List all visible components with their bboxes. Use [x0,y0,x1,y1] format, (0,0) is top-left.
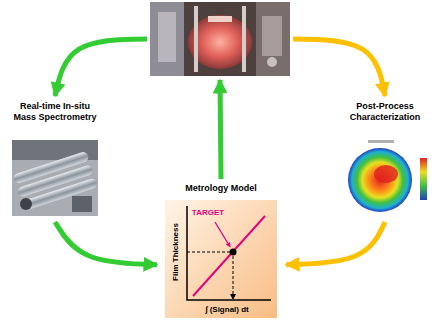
art-rect [150,2,184,76]
reactor-photo [150,2,290,76]
node-label: Post-Process Characterization [332,100,438,124]
axis-title: ∫ (Signal) dt [205,305,249,315]
flow-arrow [55,222,157,265]
art-rect [242,6,246,72]
art-line [215,222,228,244]
art-path [187,206,271,300]
art-rect [158,12,176,62]
calibration-chart [165,200,277,318]
art-rect [256,2,290,76]
art-rect [194,6,198,72]
art-path [187,252,233,295]
art-path [230,294,236,300]
art-circle [348,148,412,212]
axis-title: Film Thickness [171,223,181,281]
art-rect [21,177,98,211]
target-label: TARGET [192,208,224,218]
art-rect [150,2,290,76]
flow-arrow [293,39,385,96]
art-g [12,151,98,211]
art-rect [340,138,432,216]
art-rect [165,200,277,318]
node-label: Real-time In-situ Mass Spectrometry [6,100,104,124]
art-rect [12,140,98,216]
art-line [193,216,265,296]
reactor-node [150,2,290,76]
art-rect [72,196,92,212]
art-circle [230,249,237,256]
spectrometer-photo [12,140,98,216]
art-ellipse [374,165,398,183]
art-rect [208,16,232,22]
flow-arrow [286,222,385,265]
flow-arrow [220,80,221,179]
art-circle [20,198,32,210]
art-rect [262,16,282,56]
art-rect [368,140,394,143]
node-label: Metrology Model [160,182,282,195]
art-path [226,242,231,248]
art-rect [420,158,427,200]
wafer-map [340,138,432,216]
flow-arrow [55,39,147,96]
art-circle [267,57,277,67]
sensor-node: Real-time In-situ Mass Spectrometry [5,100,105,218]
characterization-node: Post-Process Characterization [332,100,438,218]
